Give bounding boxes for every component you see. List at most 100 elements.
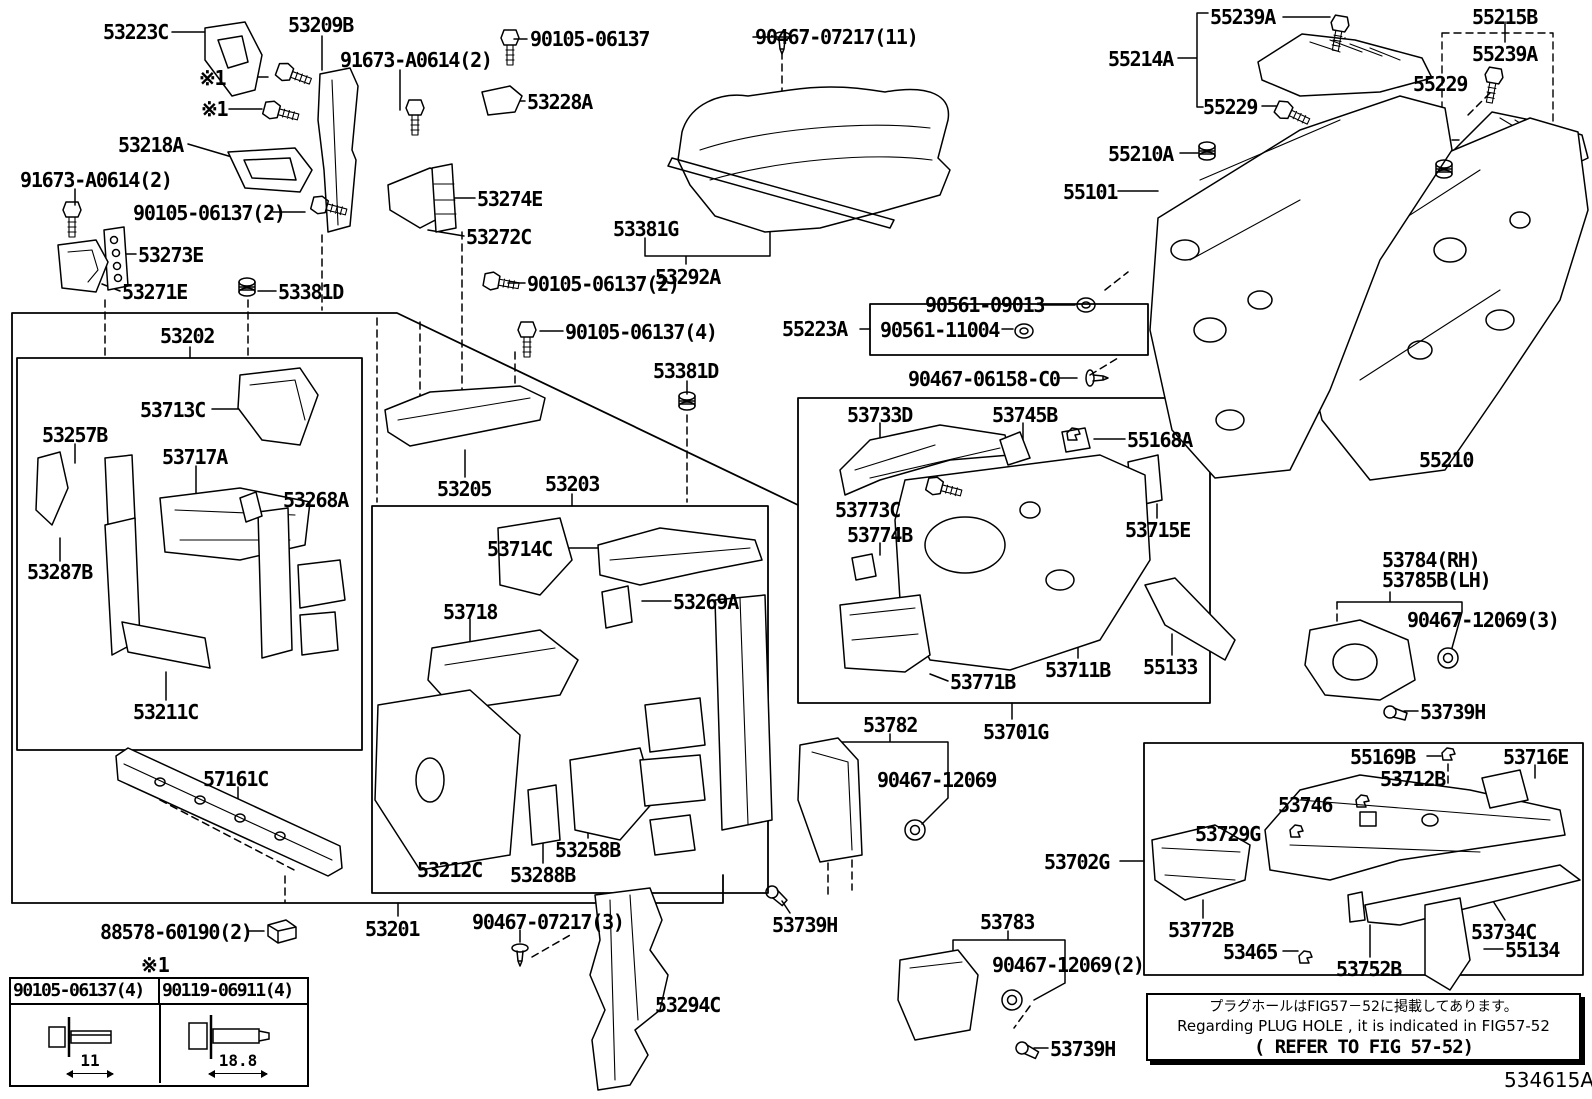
part-label-55229-24: 55229 xyxy=(1203,95,1258,119)
part-label-57161C-82: 57161C xyxy=(203,767,269,791)
part-53205 xyxy=(384,385,546,447)
part-label-53772B-72: 53772B xyxy=(1168,918,1234,942)
part-label-53739H-79: 53739H xyxy=(1050,1037,1116,1061)
part-label-55223A-29: 55223A xyxy=(782,317,848,341)
plug-hole-note-box: プラグホールはFIG57－52に掲載してあります。 Regarding PLUG… xyxy=(1146,993,1581,1061)
part-label-53783-77: 53783 xyxy=(980,910,1035,934)
part-55101 xyxy=(1149,95,1453,479)
part-label-53711B-56: 53711B xyxy=(1045,658,1111,682)
part-53381G xyxy=(667,157,895,229)
part-53714C xyxy=(597,527,763,586)
bolt-figure-2 xyxy=(188,1015,270,1059)
part-label-53271E-14: 53271E xyxy=(122,280,188,304)
part-label-9046706158C0-31: 90467-06158-C0 xyxy=(908,367,1061,391)
part-label-53381D-42: 53381D xyxy=(653,359,719,383)
part-label-90105061372-16: 90105-06137(2) xyxy=(527,272,680,296)
part-label-55168A-51: 55168A xyxy=(1127,428,1193,452)
part-label-53734C-75: 53734C xyxy=(1471,920,1537,944)
part-label-53218A-8: 53218A xyxy=(118,133,184,157)
part-label-53701G-58: 53701G xyxy=(983,720,1049,744)
part-label-9056111004-30: 90561-11004 xyxy=(880,318,1000,342)
part-53257B-b xyxy=(104,454,136,526)
part-53268A xyxy=(239,491,263,523)
part-label-55169B-67: 55169B xyxy=(1350,745,1416,769)
part-label-53718-45: 53718 xyxy=(443,600,498,624)
part-label-55215B-21: 55215B xyxy=(1472,5,1538,29)
part-label-53716E-68: 53716E xyxy=(1503,745,1569,769)
part-label-53733D-49: 53733D xyxy=(847,403,913,427)
part-label-55133-57: 55133 xyxy=(1143,655,1198,679)
part-53782 xyxy=(797,737,863,863)
part-label-53205-40: 53205 xyxy=(437,477,492,501)
part-label-53739H-62: 53739H xyxy=(1420,700,1486,724)
part-label-9010506137-2: 90105-06137 xyxy=(530,27,650,51)
part-label-53784RH-59: 53784(RH) xyxy=(1382,548,1481,572)
part-53269A xyxy=(601,585,633,629)
part-53271E xyxy=(57,239,109,293)
part-label-53294C-80: 53294C xyxy=(655,993,721,1017)
part-label-53739H-65: 53739H xyxy=(772,913,838,937)
part-label-55134-76: 55134 xyxy=(1505,938,1560,962)
part-53713C xyxy=(237,367,319,446)
note-refer: ( REFER TO FIG 57-52) xyxy=(1253,1036,1474,1058)
part-53228A xyxy=(481,85,523,116)
part-88578-60190 xyxy=(267,919,297,944)
part-label-1-4: ※1 xyxy=(199,66,227,90)
part-label-53287B-38: 53287B xyxy=(27,560,93,584)
part-label-53212C-46: 53212C xyxy=(417,858,483,882)
part-label-90467072173-81: 90467-07217(3) xyxy=(472,910,625,934)
part-label-53228A-6: 53228A xyxy=(527,90,593,114)
part-label-53257B-35: 53257B xyxy=(42,423,108,447)
part-55214A xyxy=(1257,33,1433,97)
part-53212C xyxy=(374,689,521,871)
part-label-53209B-1: 53209B xyxy=(288,13,354,37)
part-label-90467120693-61: 90467-12069(3) xyxy=(1407,608,1560,632)
part-53288B xyxy=(527,784,561,846)
part-label-53745B-50: 53745B xyxy=(992,403,1058,427)
part-53209B xyxy=(317,67,359,233)
bolt-figure-1 xyxy=(48,1017,112,1057)
part-label-55229-25: 55229 xyxy=(1413,72,1468,96)
part-label-53268A-37: 53268A xyxy=(283,488,349,512)
part-53734C xyxy=(1364,864,1581,926)
part-53294C xyxy=(589,887,669,1091)
figure-code: 534615A xyxy=(1504,1068,1592,1092)
part-53273E xyxy=(103,226,129,291)
part-label-53211C-39: 53211C xyxy=(133,700,199,724)
part-label-9046712069-64: 90467-12069 xyxy=(877,768,997,792)
note-english: Regarding PLUG HOLE , it is indicated in… xyxy=(1177,1017,1550,1035)
part-label-53273E-13: 53273E xyxy=(138,243,204,267)
part-label-53752B-74: 53752B xyxy=(1336,957,1402,981)
part-label-53729G-71: 53729G xyxy=(1195,822,1261,846)
part-label-90105061372-10: 90105-06137(2) xyxy=(133,201,286,225)
part-label-53712B-69: 53712B xyxy=(1380,767,1446,791)
part-label-53713C-34: 53713C xyxy=(140,398,206,422)
part-label-91673A06142-9: 91673-A0614(2) xyxy=(20,168,173,192)
part-label-90105061374-17: 90105-06137(4) xyxy=(565,320,718,344)
part-label-53717A-36: 53717A xyxy=(162,445,228,469)
part-53716E xyxy=(1481,769,1529,809)
part-53783 xyxy=(897,949,979,1041)
part-label-88578601902-83: 88578-60190(2) xyxy=(100,920,253,944)
part-53211C xyxy=(121,621,211,669)
part-label-53702G-66: 53702G xyxy=(1044,850,1110,874)
leader-lines xyxy=(59,12,1536,1049)
part-label-53715E-54: 53715E xyxy=(1125,518,1191,542)
part-53258B xyxy=(569,747,656,841)
part-label-53774B-53: 53774B xyxy=(847,523,913,547)
part-label-53714C-43: 53714C xyxy=(487,537,553,561)
part-label-53773C-52: 53773C xyxy=(835,498,901,522)
group-boundaries xyxy=(11,32,1584,976)
part-label-90467120692-78: 90467-12069(2) xyxy=(992,953,1145,977)
part-label-53288B-47: 53288B xyxy=(510,863,576,887)
part-53218A xyxy=(227,147,313,193)
part-label-53202-33: 53202 xyxy=(160,324,215,348)
part-label-53782-63: 53782 xyxy=(863,713,918,737)
part-label-53465-73: 53465 xyxy=(1223,940,1278,964)
fastener-col2-figure: 18.8 xyxy=(161,1005,309,1083)
part-53771B xyxy=(839,594,931,673)
part-label-9056109013-28: 90561-09013 xyxy=(925,293,1045,317)
part-55133 xyxy=(1144,577,1236,661)
part-apron-front xyxy=(894,454,1151,671)
